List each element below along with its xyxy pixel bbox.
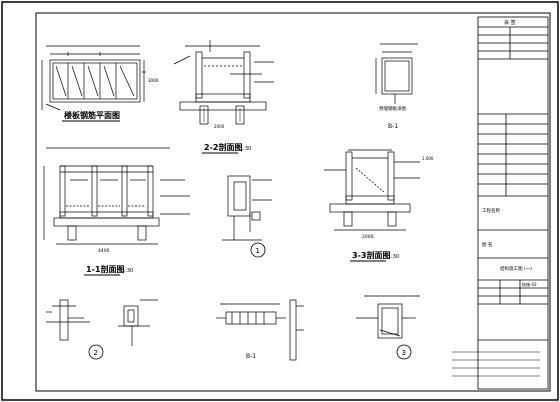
detail-vertical [289,299,304,361]
detail-3-mark-text: 3 [402,349,406,357]
plan-view [41,45,146,111]
detail-2 [46,299,90,341]
section-1-1-dim: 4400 [98,248,110,254]
plan-title: 楼板钢筋平面图 [64,110,120,120]
detail-1 [222,175,272,241]
section-3-3 [324,149,420,231]
title-block [477,16,549,390]
detail-top-right [375,43,418,104]
detail-2-mark-text: 2 [94,349,98,357]
section-2-2-hatch [203,108,241,122]
detail-3 [356,295,420,339]
section-3-3-title: 3-3剖面图 [352,250,390,260]
section-1-1-title: 1-1剖面图 [86,264,124,274]
section-1-1-scale: 1:30 [122,268,133,274]
detail-top-right-mark: B-1 [388,123,398,130]
section-2-2-scale: 1:30 [240,146,251,152]
title-block-drawing-no: 结施-03 [522,281,537,287]
title-block-header: 会 签 [504,19,516,26]
section-3-3-level: 1.000 [422,156,434,161]
section-3-3-dim: 2000 [362,234,374,240]
section-3-3-scale: 1:30 [388,254,399,260]
detail-b1-plan-mark: B-1 [246,353,256,360]
plan-dim-text: 3000 [148,78,159,83]
section-2-2-title: 2-2剖面图 [204,142,242,152]
detail-2-marker [88,344,104,360]
notes-lines [452,351,540,377]
detail-3-marker [396,344,412,360]
detail-b1-plan [216,303,286,325]
inner-border [35,12,551,392]
section-2-2 [173,40,274,125]
section-2-2-dim: 2000 [214,124,225,129]
section-1-1 [43,147,190,245]
detail-bottom-midleft [118,299,158,346]
title-block-drawing-name: 图 名 [482,241,492,248]
title-block-project: 工程名称 [482,207,500,214]
detail-top-right-caption: 预埋钢板详图 [379,105,406,112]
detail-1-marker [250,242,266,258]
detail-1-mark-text: 1 [256,247,260,255]
title-block-drawing-name-value: 结构施工图 (一) [500,265,532,272]
